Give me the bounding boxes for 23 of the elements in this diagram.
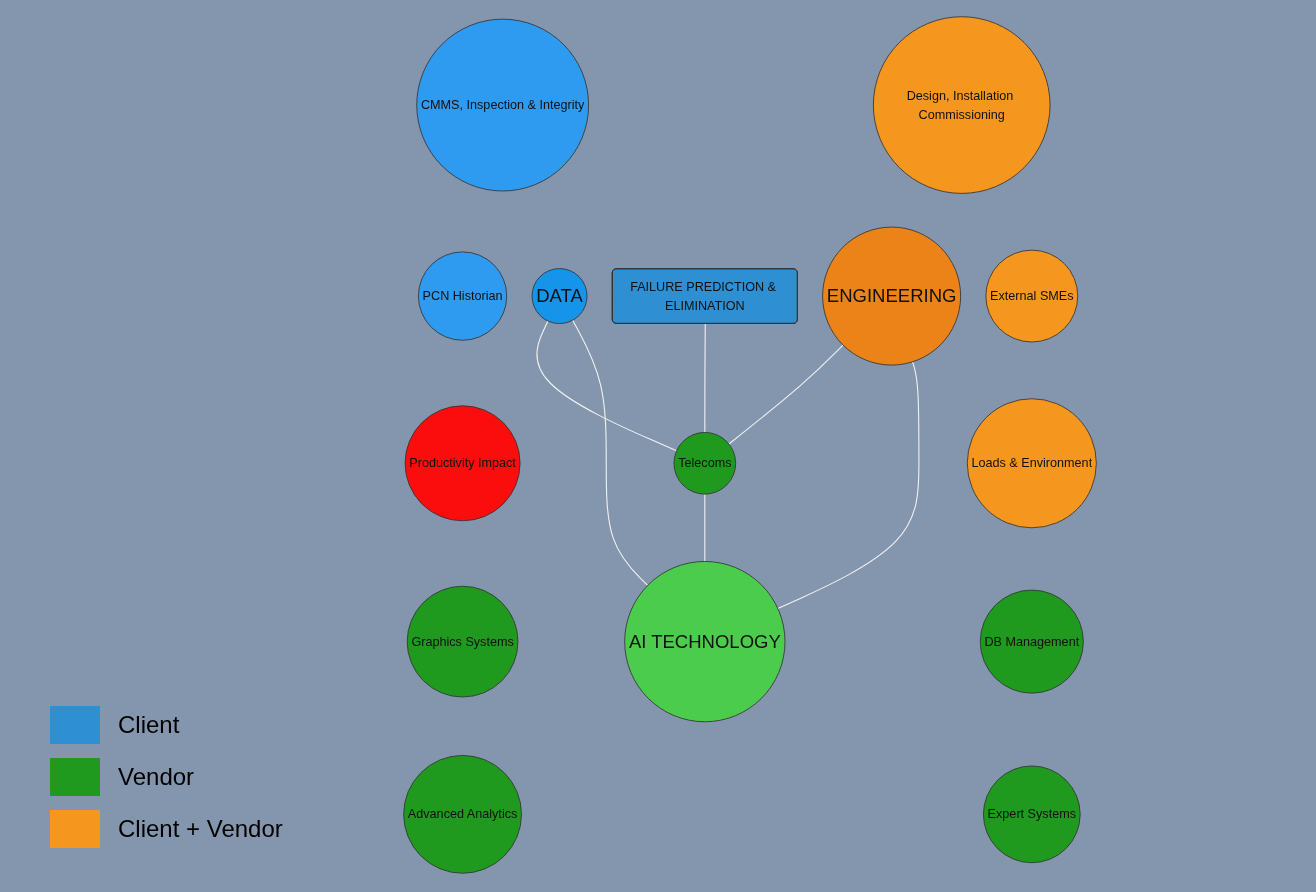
node-circle: Graphics Systems (406, 585, 519, 698)
node-circle: Advanced Analytics (403, 755, 522, 874)
node-circle: CMMS, Inspection & Integrity (416, 18, 589, 192)
node-circle: Productivity Impact (404, 405, 521, 522)
connector (704, 493, 706, 562)
connector (572, 319, 649, 586)
connector (777, 361, 920, 610)
legend-label: Client (118, 711, 180, 739)
node-circle: PCN Historian (417, 251, 508, 341)
connector (704, 323, 706, 433)
connector (728, 344, 844, 445)
node-circle: Expert Systems (983, 765, 1081, 864)
node-circle: AI TECHNOLOGY (624, 561, 786, 723)
node-circle: Telecoms (673, 432, 737, 495)
connector (536, 320, 678, 452)
node-circle: External SMEs (985, 249, 1079, 343)
node-circle: DATA (531, 268, 588, 324)
legend-label: Vendor (118, 763, 195, 791)
node-circle: DB Management (979, 589, 1084, 694)
node-circle: ENGINEERING (822, 226, 962, 366)
node-circle: Loads & Environment (966, 398, 1097, 529)
node-circle: Design, Installation Commissioning (872, 16, 1051, 194)
legend-label: Client + Vendor (118, 815, 283, 843)
